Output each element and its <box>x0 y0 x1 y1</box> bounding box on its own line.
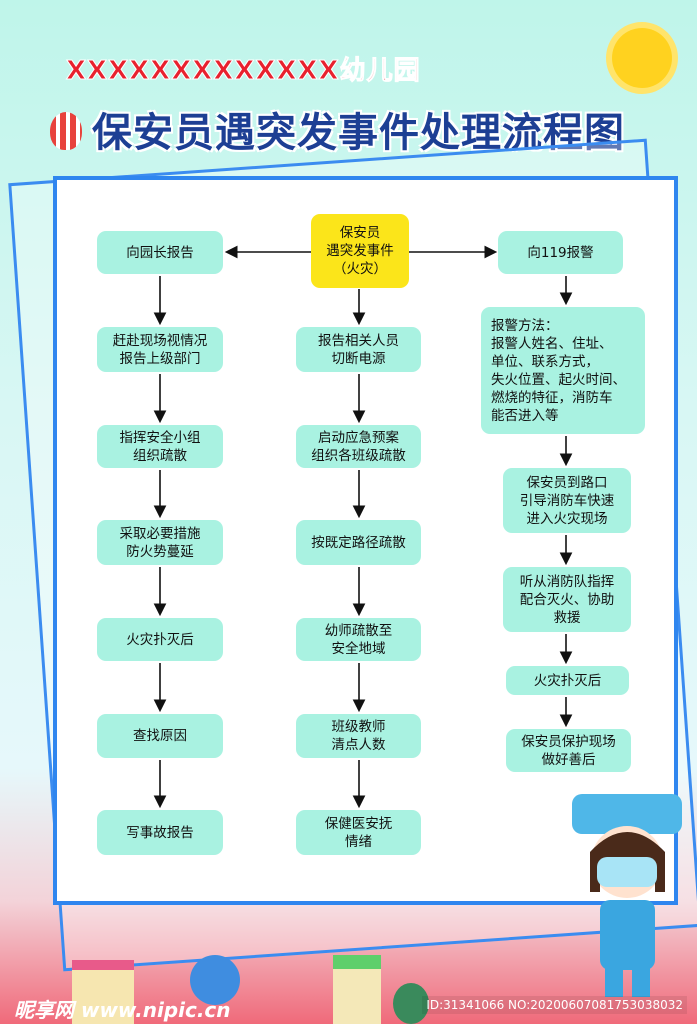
right-step-1: 向119报警 <box>498 231 623 274</box>
middle-step-6: 保健医安抚 情绪 <box>296 810 421 855</box>
left-step-2: 赶赴现场视情况 报告上级部门 <box>97 327 223 372</box>
hot-air-balloon-icon <box>50 112 82 150</box>
sun-decoration <box>612 28 672 88</box>
right-step-4: 听从消防队指挥 配合灭火、协助 救援 <box>503 567 631 632</box>
left-step-1: 向园长报告 <box>97 231 223 274</box>
page-title: 保安员遇突发事件处理流程图 <box>92 110 625 156</box>
tree-decoration <box>190 955 240 1005</box>
right-step-6: 保安员保护现场 做好善后 <box>506 729 631 772</box>
tower-decoration <box>333 955 381 1024</box>
kindergarten-name: XXXXXXXXXXXXX幼儿园 <box>66 56 421 87</box>
watermark-logo: 昵享网 www.nipic.cn <box>14 998 231 1022</box>
house-decoration <box>72 960 134 1024</box>
right-step-5: 火灾扑灭后 <box>506 666 629 695</box>
tree-decoration <box>393 983 429 1024</box>
watermark-id: ID:31341066 NO:20200607081753038032 <box>422 996 687 1014</box>
middle-step-3: 按既定路径疏散 <box>296 520 421 565</box>
left-step-7: 写事故报告 <box>97 810 223 855</box>
middle-step-2: 启动应急预案 组织各班级疏散 <box>296 425 421 468</box>
left-step-3: 指挥安全小组 组织疏散 <box>97 425 223 468</box>
middle-step-5: 班级教师 清点人数 <box>296 714 421 758</box>
right-step-3: 保安员到路口 引导消防车快速 进入火灾现场 <box>503 468 631 533</box>
security-guard-illustration <box>572 794 682 997</box>
right-step-2: 报警方法： 报警人姓名、住址、 单位、联系方式， 失火位置、起火时间、 燃烧的特… <box>481 307 645 434</box>
left-step-4: 采取必要措施 防火势蔓延 <box>97 520 223 565</box>
left-step-6: 查找原因 <box>97 714 223 758</box>
middle-step-1: 报告相关人员 切断电源 <box>296 327 421 372</box>
middle-step-4: 幼师疏散至 安全地域 <box>296 618 421 661</box>
start-node: 保安员 遇突发事件 （火灾） <box>311 214 409 288</box>
left-step-5: 火灾扑灭后 <box>97 618 223 661</box>
